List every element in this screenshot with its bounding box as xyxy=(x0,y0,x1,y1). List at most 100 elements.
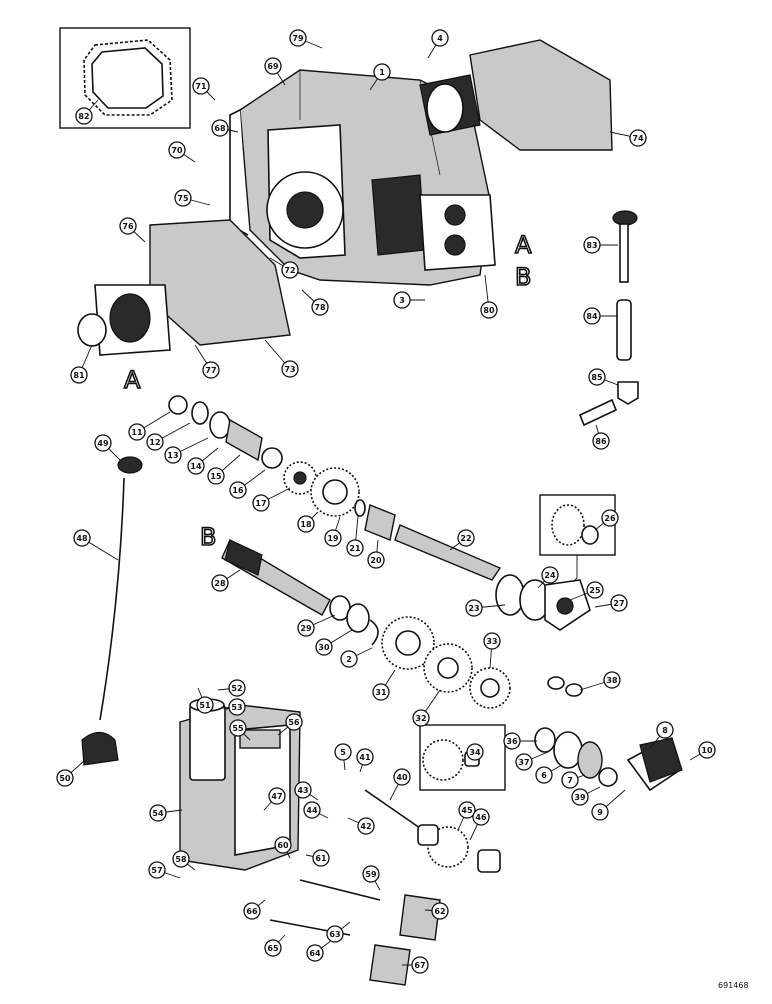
callout-number: 65 xyxy=(267,944,279,953)
callout-balloon xyxy=(174,189,192,207)
callout-39: 39 xyxy=(571,788,589,806)
callout-number: 73 xyxy=(284,365,295,374)
callout-balloon xyxy=(289,29,307,47)
callout-73: 73 xyxy=(281,360,299,378)
callout-78: 78 xyxy=(311,298,329,316)
callout-number: 57 xyxy=(151,866,162,875)
callout-balloon xyxy=(372,683,390,701)
callout-number: 24 xyxy=(544,571,556,580)
callout-number: 54 xyxy=(152,809,164,818)
callout-56: 56 xyxy=(285,713,303,731)
callout-37: 37 xyxy=(515,753,533,771)
callout-number: 8 xyxy=(662,726,668,735)
callout-24: 24 xyxy=(541,566,559,584)
callout-balloon xyxy=(326,925,344,943)
callout-number: 42 xyxy=(360,822,371,831)
callout-balloon xyxy=(312,849,330,867)
callout-number: 16 xyxy=(232,486,244,495)
callout-number: 3 xyxy=(399,296,405,305)
callout-balloon xyxy=(541,566,559,584)
callout-balloon xyxy=(285,713,303,731)
callout-26: 26 xyxy=(601,509,619,527)
callout-balloon xyxy=(172,850,190,868)
callout-number: 52 xyxy=(231,684,242,693)
callout-72: 72 xyxy=(281,261,299,279)
callout-number: 15 xyxy=(210,472,222,481)
callout-balloon xyxy=(168,141,186,159)
callout-number: 18 xyxy=(300,520,312,529)
callout-number: 4 xyxy=(437,34,443,43)
callout-balloon xyxy=(483,632,501,650)
callout-50: 50 xyxy=(56,769,74,787)
callout-number: 9 xyxy=(597,808,603,817)
callout-balloon xyxy=(315,638,333,656)
callout-10: 10 xyxy=(698,741,716,759)
callout-balloon xyxy=(465,599,483,617)
callout-balloon xyxy=(591,803,609,821)
callout-number: 37 xyxy=(518,758,529,767)
callout-number: 51 xyxy=(199,701,211,710)
callout-number: 43 xyxy=(297,786,308,795)
callout-number: 45 xyxy=(461,806,473,815)
callout-number: 46 xyxy=(475,813,487,822)
callout-number: 10 xyxy=(701,746,713,755)
bearing-cap-parts xyxy=(495,574,591,631)
callout-36: 36 xyxy=(503,732,521,750)
callout-balloon xyxy=(515,753,533,771)
callout-86: 86 xyxy=(592,432,610,450)
callout-balloon xyxy=(629,129,647,147)
callout-balloon xyxy=(228,679,246,697)
callout-balloon xyxy=(571,788,589,806)
callout-6: 6 xyxy=(535,766,553,784)
callout-balloon xyxy=(412,709,430,727)
callout-number: 68 xyxy=(214,124,226,133)
callout-63: 63 xyxy=(326,925,344,943)
callout-18: 18 xyxy=(297,515,315,533)
callout-balloon xyxy=(128,423,146,441)
callout-12: 12 xyxy=(146,433,164,451)
callout-balloon xyxy=(56,769,74,787)
callout-9: 9 xyxy=(591,803,609,821)
callout-balloon xyxy=(274,836,292,854)
callout-83: 83 xyxy=(583,236,601,254)
callout-32: 32 xyxy=(412,709,430,727)
callout-75: 75 xyxy=(174,189,192,207)
callout-number: 64 xyxy=(309,949,321,958)
callout-number: 62 xyxy=(434,907,445,916)
section-letter-b-top: B xyxy=(515,263,531,291)
callout-48: 48 xyxy=(73,529,91,547)
callout-number: 26 xyxy=(604,514,616,523)
callout-balloon xyxy=(610,594,628,612)
callout-balloon xyxy=(458,801,476,819)
callout-balloon xyxy=(243,902,261,920)
callout-number: 33 xyxy=(486,637,497,646)
callout-balloon xyxy=(311,298,329,316)
callout-21: 21 xyxy=(346,539,364,557)
callout-number: 50 xyxy=(59,774,71,783)
callout-balloon xyxy=(70,366,88,384)
callout-30: 30 xyxy=(315,638,333,656)
callout-number: 17 xyxy=(255,499,266,508)
inset-34 xyxy=(419,724,506,791)
callout-15: 15 xyxy=(207,467,225,485)
callout-61: 61 xyxy=(312,849,330,867)
callout-balloon xyxy=(268,787,286,805)
callout-number: 49 xyxy=(97,439,109,448)
callout-balloon xyxy=(75,107,93,125)
callout-number: 74 xyxy=(632,134,644,143)
callout-1: 1 xyxy=(373,63,391,81)
callout-balloon xyxy=(583,236,601,254)
callout-balloon xyxy=(306,944,324,962)
dipstick-assembly xyxy=(578,210,639,427)
callout-85: 85 xyxy=(588,368,606,386)
callout-number: 85 xyxy=(591,373,603,382)
callout-balloon xyxy=(601,509,619,527)
callout-70: 70 xyxy=(168,141,186,159)
callout-84: 84 xyxy=(583,307,601,325)
drawing-number: 691468 xyxy=(718,981,749,990)
callout-67: 67 xyxy=(411,956,429,974)
callout-balloon xyxy=(229,481,247,499)
callout-balloon xyxy=(324,529,342,547)
callout-balloon xyxy=(466,743,484,761)
callout-number: 38 xyxy=(606,676,618,685)
